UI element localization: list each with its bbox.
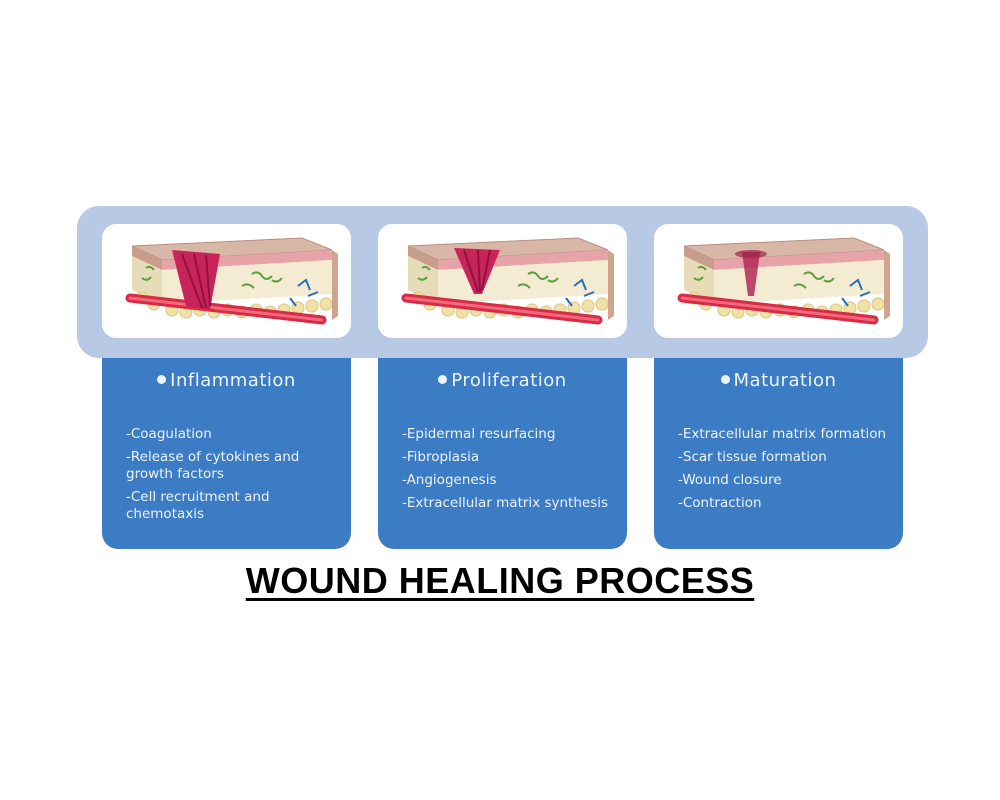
phase-item: -Release of cytokines and growth factors [126,449,300,482]
phase-item-list: -Epidermal resurfacing -Fibroplasia -Angio… [402,426,617,518]
phase-name: Proliferation [451,370,567,391]
phase-box-inflammation: Inflammation -Coagulation -Release of cyto… [102,358,351,549]
phase-item: -Epidermal resurfacing [402,426,556,442]
page-title: WOUND HEALING PROCESS [245,560,755,601]
skin-illustration-skin-wound-filling [378,224,627,338]
phase-box-proliferation: Proliferation -Epidermal resurfacing -Fibr… [378,358,627,549]
phase-title: Proliferation [378,370,627,391]
phase-item-list: -Extracellular matrix formation -Scar tis… [678,426,893,518]
phase-item: -Scar tissue formation [678,449,827,465]
phase-name: Inflammation [170,370,296,391]
phase-item: -Extracellular matrix synthesis [402,495,609,511]
phase-item: -Angiogenesis [402,472,497,488]
phase-item-list: -Coagulation -Release of cytokines and gr… [126,426,341,529]
phase-item: -Extracellular matrix formation [678,426,887,442]
phase-item: -Coagulation [126,426,212,442]
phase-box-maturation: Maturation -Extracellular matrix formatio… [654,358,903,549]
phase-name: Maturation [733,370,837,391]
phase-item: -Wound closure [678,472,782,488]
skin-illustration-skin-wound-scar [654,224,903,338]
bullet-dot-icon [720,375,730,384]
bullet-dot-icon [438,375,448,384]
phase-item: -Contraction [678,495,762,511]
phase-item: -Cell recruitment and chemotaxis [126,489,270,522]
phase-item: -Fibroplasia [402,449,480,465]
bullet-dot-icon [157,375,167,384]
skin-illustration-skin-wound-open [102,224,351,338]
phase-title: Maturation [654,370,903,391]
phase-title: Inflammation [102,370,351,391]
